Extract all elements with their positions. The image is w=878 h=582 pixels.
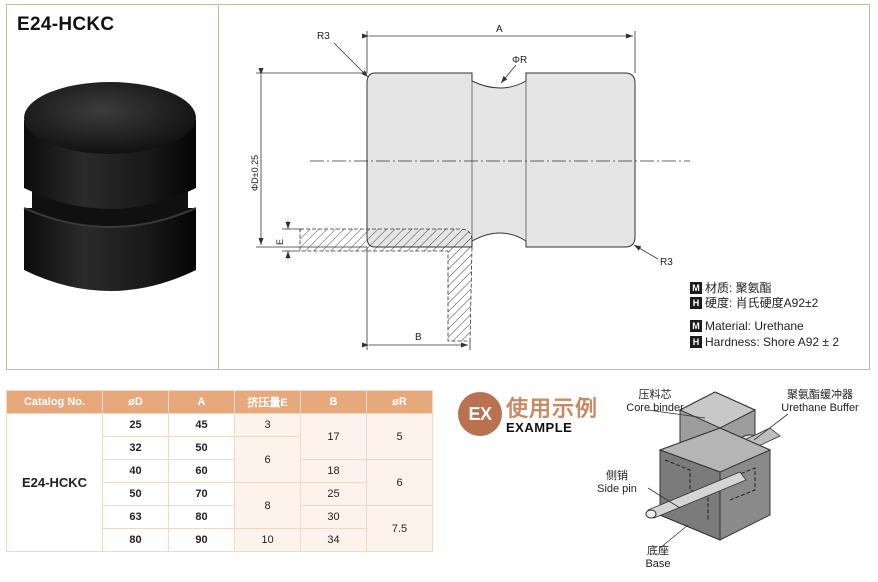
e-cell: 3	[234, 413, 301, 437]
d-cell: 40	[102, 459, 169, 483]
col-header: A	[168, 390, 235, 414]
example-badge: EX	[458, 392, 502, 436]
table-header-row: Catalog No. øD A 挤压量E B øR	[6, 390, 433, 414]
example-illustration	[645, 391, 789, 549]
top-frame	[6, 4, 870, 370]
col-header: øR	[366, 390, 433, 414]
b-cell: 18	[300, 459, 367, 483]
e-cell: 10	[234, 528, 301, 552]
a-cell: 80	[168, 505, 235, 529]
label-urethane-buffer: 聚氨酯缓冲器 Urethane Buffer	[781, 389, 859, 414]
b-cell: 17	[300, 413, 367, 460]
b-cell: 30	[300, 505, 367, 529]
label-b: B	[415, 332, 422, 343]
d-cell: 50	[102, 482, 169, 506]
label-e: E	[275, 239, 285, 245]
b-cell: 34	[300, 528, 367, 552]
table-row: 40 60 18 6	[7, 459, 433, 506]
label-phi-r: ΦR	[512, 55, 527, 66]
top-divider	[218, 4, 219, 370]
label-r3-bottom: R3	[660, 257, 673, 268]
hardness-badge: H	[690, 336, 702, 348]
col-header: B	[300, 390, 367, 414]
table-row: 63 80 30 7.5	[7, 505, 433, 552]
label-side-pin: 侧销 Side pin	[597, 470, 637, 495]
spec-material-en: M Material: Urethane	[690, 319, 804, 333]
col-header: Catalog No.	[6, 390, 103, 414]
material-badge: M	[690, 320, 702, 332]
material-badge: M	[690, 281, 702, 294]
label-base: 底座 Base	[645, 545, 671, 570]
spec-material-cn: M 材质: 聚氨酯	[690, 279, 772, 296]
label-phi-d: ΦD±0.25	[250, 155, 260, 191]
a-cell: 50	[168, 436, 235, 460]
d-cell: 80	[102, 528, 169, 552]
r-cell: 7.5	[366, 505, 433, 552]
d-cell: 25	[102, 413, 169, 437]
catalog-cell: E24-HCKC	[6, 413, 103, 552]
e-cell: 6	[234, 436, 301, 483]
col-header: øD	[102, 390, 169, 414]
spec-hardness-en: H Hardness: Shore A92 ± 2	[690, 335, 839, 349]
table-row: 32 50 6	[7, 436, 433, 483]
example-title-cn: 使用示例	[506, 396, 599, 421]
d-cell: 32	[102, 436, 169, 460]
spec-table: Catalog No. øD A 挤压量E B øR E24-HCKC 25 4…	[6, 390, 433, 552]
r-cell: 6	[366, 459, 433, 506]
spec-hardness-cn: H 硬度: 肖氏硬度A92±2	[690, 294, 818, 311]
a-cell: 90	[168, 528, 235, 552]
label-r3-top: R3	[317, 31, 330, 42]
table-row: 80 90 10 34	[7, 528, 433, 552]
product-title: E24-HCKC	[17, 14, 115, 35]
a-cell: 60	[168, 459, 235, 483]
a-cell: 70	[168, 482, 235, 506]
r-cell: 5	[366, 413, 433, 460]
table-row: E24-HCKC 25 45 3 17 5	[6, 413, 433, 552]
e-cell: 8	[234, 482, 301, 529]
label-core-binder: 压料芯 Core binder	[626, 389, 684, 414]
hardness-badge: H	[690, 296, 702, 309]
a-cell: 45	[168, 413, 235, 437]
col-header: 挤压量E	[234, 390, 301, 414]
b-cell: 25	[300, 482, 367, 506]
d-cell: 63	[102, 505, 169, 529]
label-a: A	[496, 24, 503, 35]
example-title-en: EXAMPLE	[506, 420, 573, 435]
technical-drawing: R3 A ΦR ΦD±0.25 E B R3	[250, 24, 690, 350]
product-photo	[23, 82, 197, 291]
